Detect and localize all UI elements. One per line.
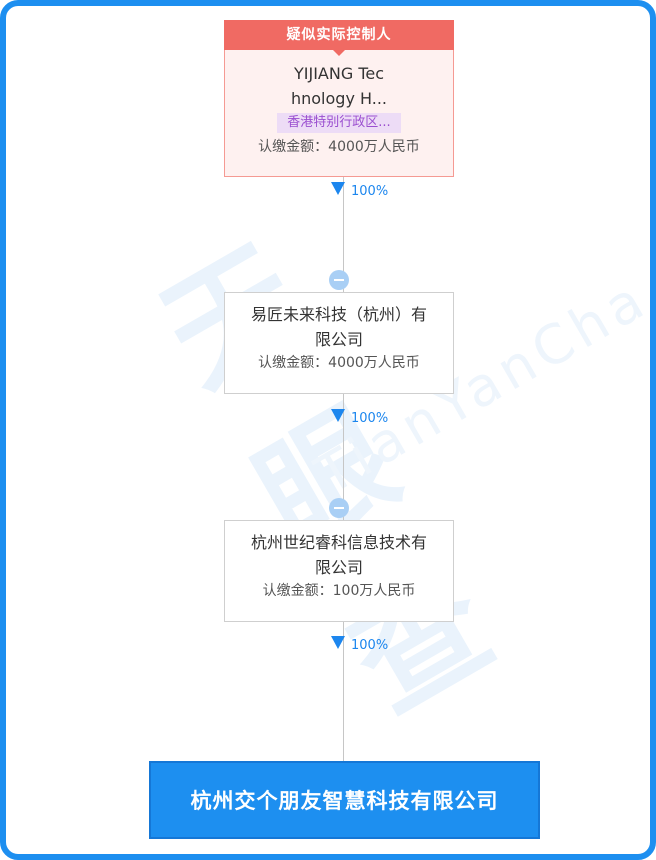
company-1-name-line2: 限公司 [314,330,363,349]
actual-controller-tag: 疑似实际控制人 [224,20,454,56]
collapse-toggle-icon[interactable] [329,498,349,518]
collapse-toggle-icon[interactable] [329,270,349,290]
controller-node[interactable]: 疑似实际控制人 YIJIANG Tec hnology H... 香港特别行政区… [224,20,454,177]
company-node-2[interactable]: 杭州世纪睿科信息技术有 限公司 认缴金额：100万人民币 [224,520,454,622]
company-2-name-line1: 杭州世纪睿科信息技术有 [250,533,427,552]
connector-line-3 [343,620,344,761]
watermark-logo-text: 天眼查 [139,215,521,741]
target-company-name: 杭州交个朋友智慧科技有限公司 [190,789,499,813]
controller-name-line2: hnology H... [290,89,388,108]
company-1-name-line1: 易匠未来科技（杭州）有 [250,305,427,324]
arrow-down-icon [331,409,345,422]
controller-name-line1: YIJIANG Tec [293,64,385,83]
company-1-amount: 认缴金额：4000万人民币 [258,355,420,371]
company-2-name-line2: 限公司 [314,558,363,577]
edge-percent-2: 100% [351,411,389,426]
edge-percent-1: 100% [351,184,389,199]
arrow-down-icon [331,182,345,195]
edge-percent-3: 100% [351,638,389,653]
region-badge: 香港特别行政区... [277,113,401,133]
arrow-down-icon [331,636,345,649]
connector-line-1 [343,176,344,294]
target-company-node[interactable]: 杭州交个朋友智慧科技有限公司 [149,761,540,839]
company-2-amount: 认缴金额：100万人民币 [262,583,416,599]
company-node-1[interactable]: 易匠未来科技（杭州）有 限公司 认缴金额：4000万人民币 [224,292,454,394]
controller-amount: 认缴金额：4000万人民币 [258,139,420,155]
connector-line-2 [343,394,344,522]
